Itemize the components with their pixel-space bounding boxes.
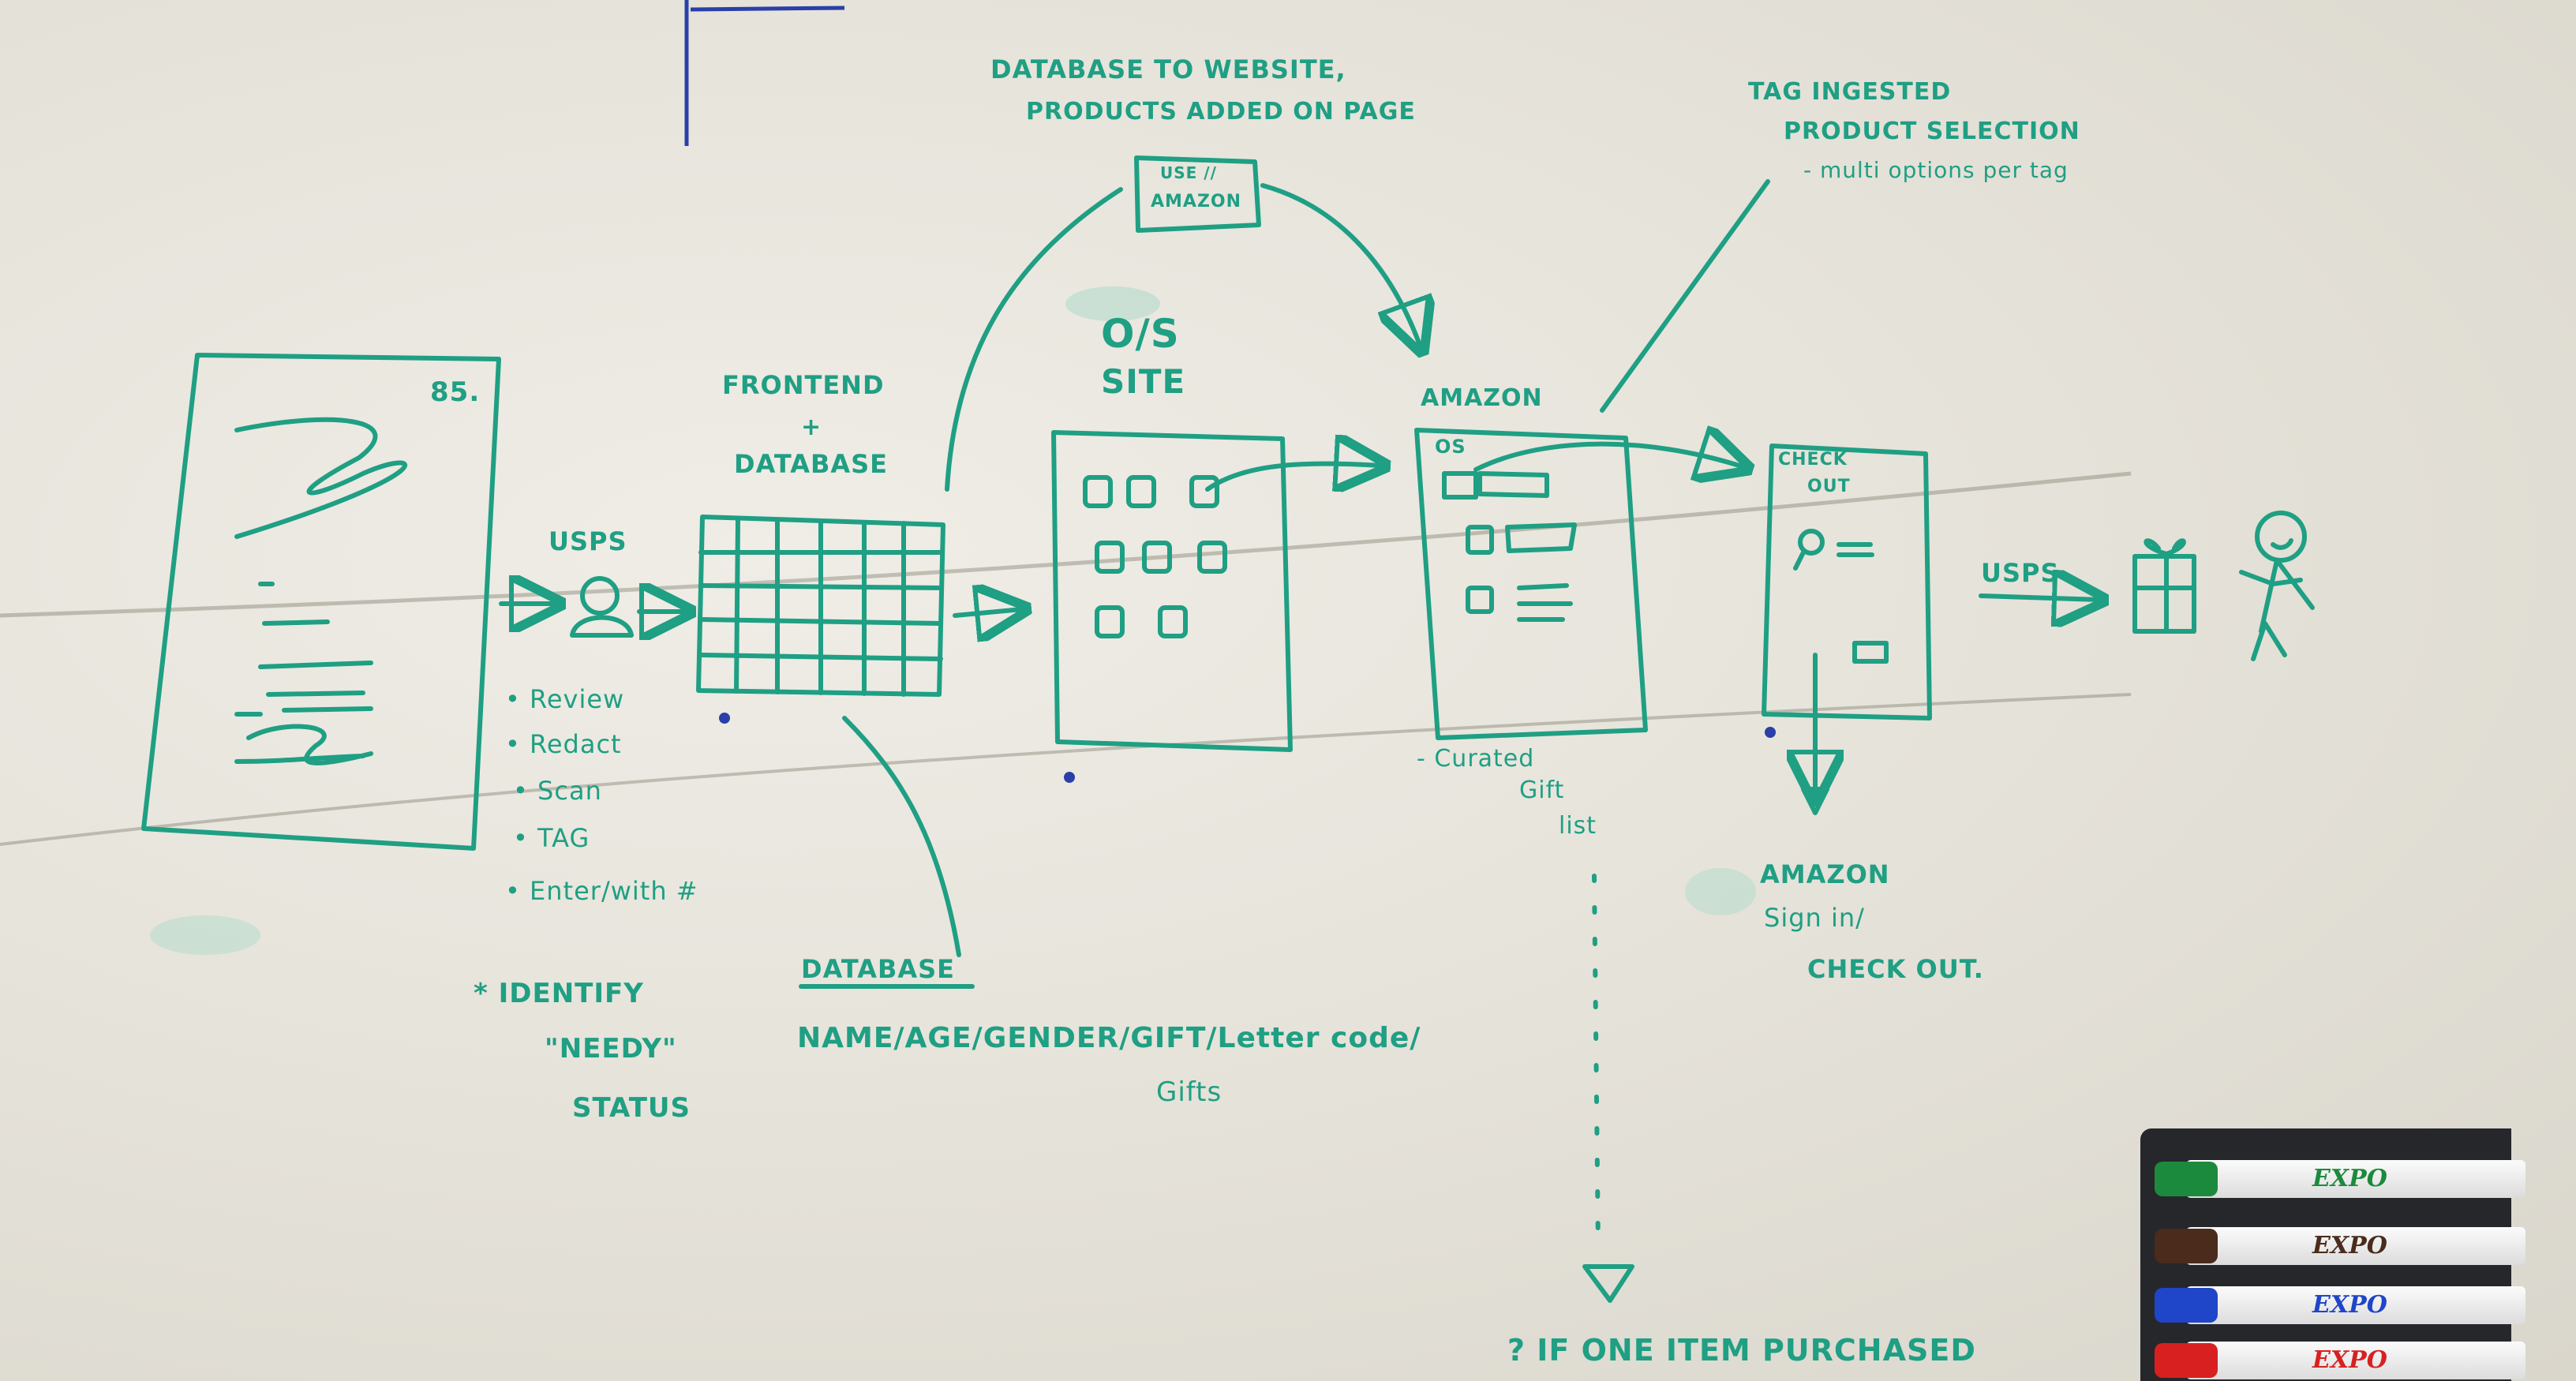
process-step: • TAG — [513, 824, 706, 853]
amazon-page-sketch — [1417, 182, 1768, 738]
note-check-out: CHECK OUT. — [1807, 955, 1984, 984]
label-database: DATABASE — [734, 450, 888, 479]
note-multi-options: - multi options per tag — [1803, 158, 2069, 183]
process-step: • Scan — [513, 777, 706, 806]
marker-brand: EXPO — [2312, 1232, 2387, 1259]
dotted-flow-line — [1585, 876, 1632, 1301]
label-os: O/S — [1101, 312, 1180, 357]
marker-green[interactable]: EXPO — [2186, 1160, 2525, 1198]
marker-brand: EXPO — [2312, 1165, 2387, 1192]
note-list: list — [1559, 813, 1597, 840]
process-step: • Redact — [505, 730, 698, 759]
line-to-database-note — [844, 718, 959, 955]
process-steps-list: • Review • Redact • Scan • TAG • Enter/w… — [505, 685, 698, 906]
label-amazon-os: OS — [1435, 436, 1466, 458]
letter-sheet-sketch — [144, 355, 499, 848]
note-one-item-purchased: ? IF ONE ITEM PURCHASED — [1507, 1334, 1976, 1368]
os-site-page-sketch — [1054, 432, 1381, 750]
box-label-amazon: AMAZON — [1151, 192, 1241, 211]
process-step: • Review — [505, 685, 698, 714]
label-checkout-out: OUT — [1807, 477, 1851, 496]
note-identify: * IDENTIFY — [474, 979, 644, 1009]
note-database-to-website: DATABASE TO WEBSITE, — [990, 55, 1346, 84]
label-frontend: FRONTEND — [722, 371, 885, 400]
database-fields-gifts: Gifts — [1156, 1077, 1222, 1108]
note-needy: "NEEDY" — [545, 1034, 677, 1065]
marker-brown[interactable]: EXPO — [2186, 1227, 2525, 1265]
note-products-added: PRODUCTS ADDED ON PAGE — [1026, 99, 1416, 126]
box-label-use: USE // — [1160, 164, 1217, 182]
label-checkout: CHECK — [1778, 450, 1848, 470]
marker-brand: EXPO — [2312, 1346, 2387, 1374]
label-site: SITE — [1101, 363, 1185, 401]
marker-brand: EXPO — [2312, 1291, 2387, 1319]
label-amazon: AMAZON — [1421, 385, 1543, 413]
arc-to-amazon — [1263, 185, 1421, 347]
label-usps-left: USPS — [549, 527, 627, 556]
marker-cap-brown — [2155, 1229, 2218, 1263]
marker-cap-green — [2155, 1162, 2218, 1196]
marker-red[interactable]: EXPO — [2186, 1342, 2525, 1379]
note-tag-ingested: TAG INGESTED — [1748, 79, 1951, 107]
process-step: • Enter/with # — [505, 877, 698, 906]
arc-frontend-to-top — [947, 189, 1121, 489]
note-curated: - Curated — [1417, 746, 1534, 773]
database-fields: NAME/AGE/GENDER/GIFT/Letter code/ — [797, 1022, 1421, 1054]
note-product-selection: PRODUCT SELECTION — [1784, 118, 2080, 146]
label-frontend-plus: + — [801, 414, 822, 442]
label-letter-count: 85. — [430, 377, 480, 408]
marker-cap-blue — [2155, 1288, 2218, 1323]
note-amazon-signin: AMAZON — [1760, 860, 1890, 889]
blue-ink-fragment — [687, 0, 844, 146]
database-title: DATABASE — [801, 955, 955, 984]
database-table-sketch — [698, 517, 1022, 694]
marker-blue[interactable]: EXPO — [2186, 1286, 2525, 1324]
note-sign-in: Sign in/ — [1764, 904, 1865, 933]
note-status: STATUS — [572, 1093, 691, 1124]
label-usps-right: USPS — [1981, 559, 2060, 588]
note-gift: Gift — [1519, 777, 1564, 805]
marker-cap-red — [2155, 1343, 2218, 1378]
